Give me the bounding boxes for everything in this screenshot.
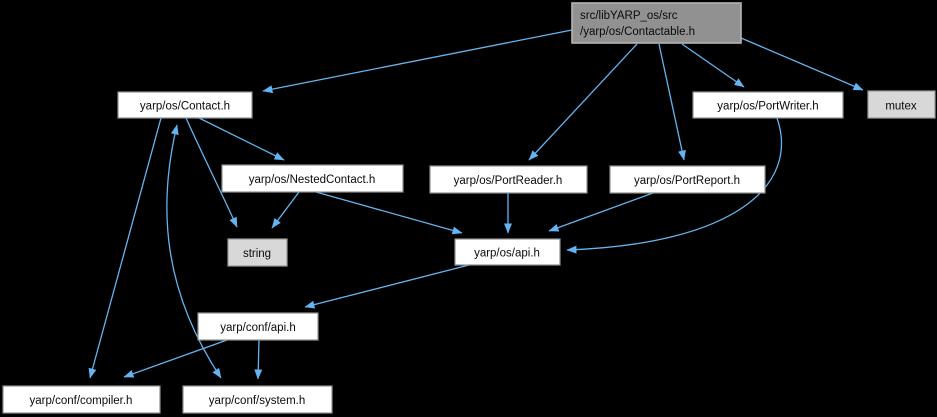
node-os-api-h[interactable]: yarp/os/api.h <box>454 238 561 266</box>
node-nestedcontact-h[interactable]: yarp/os/NestedContact.h <box>221 164 404 193</box>
node-portwriter-h[interactable]: yarp/os/PortWriter.h <box>692 91 844 119</box>
node-conf-api-h[interactable]: yarp/conf/api.h <box>197 312 319 341</box>
edge-contact-system-double-arrow <box>166 124 222 379</box>
edges <box>88 29 864 380</box>
edge-contactable-to-portreader <box>528 43 638 161</box>
edge-contact-to-compiler <box>88 117 162 379</box>
node-contactable-root: src/libYARP_os/src /yarp/os/Contactable.… <box>571 2 742 44</box>
edge-nestedcontact-to-osapi <box>315 191 463 235</box>
node-nestedcontact-h-label: yarp/os/NestedContact.h <box>249 174 376 186</box>
node-portreader-h-label: yarp/os/PortReader.h <box>454 175 563 187</box>
edge-portwriter-to-osapi <box>566 117 782 254</box>
node-contactable-root-box <box>571 2 742 44</box>
node-conf-compiler-h-label: yarp/conf/compiler.h <box>30 395 133 407</box>
node-conf-api-h-label: yarp/conf/api.h <box>220 322 295 334</box>
node-contact-h[interactable]: yarp/os/Contact.h <box>117 91 253 119</box>
node-contactable-root-label-line2: /yarp/os/Contactable.h <box>580 26 695 38</box>
node-conf-system-h[interactable]: yarp/conf/system.h <box>182 385 333 414</box>
node-string: string <box>227 238 288 267</box>
edge-contactable-to-portwriter <box>681 43 745 88</box>
node-contact-h-label: yarp/os/Contact.h <box>140 101 230 113</box>
node-mutex: mutex <box>867 90 936 119</box>
edge-confapi-to-compiler <box>123 339 228 378</box>
node-portreport-h-label: yarp/os/PortReport.h <box>634 175 740 187</box>
node-mutex-label: mutex <box>885 101 917 113</box>
edge-osapi-to-confapi <box>304 264 470 309</box>
edge-confapi-to-system <box>254 339 263 380</box>
node-portwriter-h-label: yarp/os/PortWriter.h <box>717 101 818 113</box>
node-conf-system-h-label: yarp/conf/system.h <box>209 395 306 407</box>
edge-contactable-to-portreport <box>658 43 686 161</box>
node-os-api-h-label: yarp/os/api.h <box>474 248 540 260</box>
edge-nestedcontact-to-string <box>271 191 300 229</box>
node-contactable-root-label-line1: src/libYARP_os/src <box>580 10 678 22</box>
node-portreport-h[interactable]: yarp/os/PortReport.h <box>609 165 766 194</box>
node-conf-compiler-h[interactable]: yarp/conf/compiler.h <box>2 385 161 414</box>
edge-contactable-to-contact <box>262 29 573 94</box>
node-portreader-h[interactable]: yarp/os/PortReader.h <box>429 165 588 194</box>
node-string-label: string <box>243 248 271 260</box>
edge-portreport-to-osapi <box>548 192 654 232</box>
edge-contactable-to-mutex <box>740 37 864 91</box>
